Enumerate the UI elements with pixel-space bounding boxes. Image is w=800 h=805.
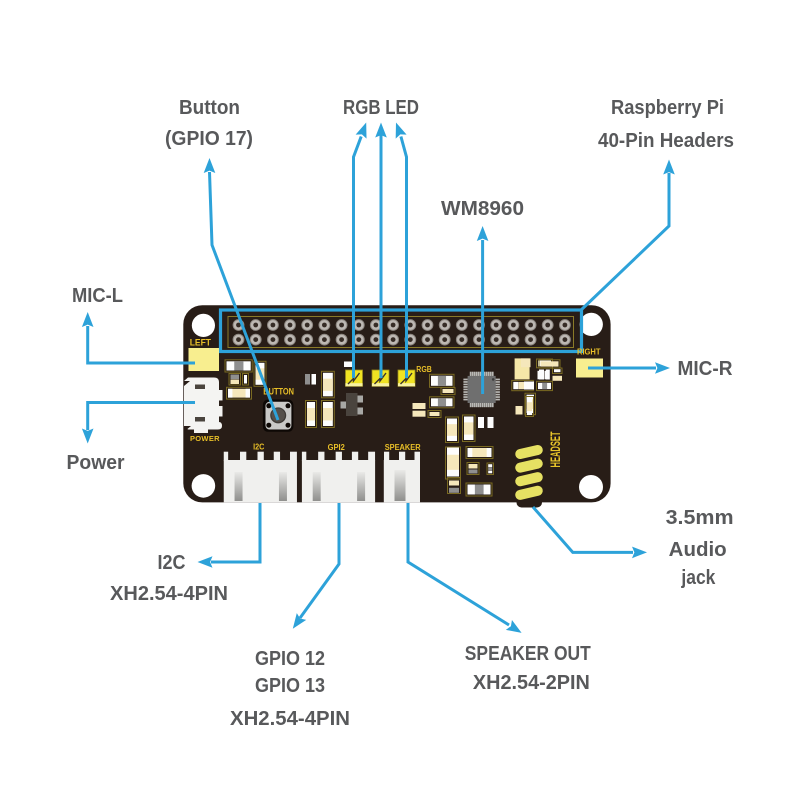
svg-text:XH2.54-4PIN: XH2.54-4PIN: [230, 708, 350, 730]
svg-text:WM8960: WM8960: [441, 198, 524, 220]
svg-text:SPEAKER OUT: SPEAKER OUT: [465, 643, 591, 665]
svg-text:RGB: RGB: [416, 364, 432, 374]
svg-text:I2C: I2C: [253, 442, 264, 451]
svg-text:RGB LED: RGB LED: [343, 97, 419, 119]
svg-text:Audio: Audio: [669, 539, 727, 561]
svg-text:LEFT: LEFT: [190, 338, 212, 348]
svg-text:jack: jack: [681, 567, 717, 589]
svg-text:Raspberry Pi: Raspberry Pi: [611, 97, 724, 119]
svg-text:I2C: I2C: [158, 552, 186, 574]
svg-text:(GPIO 17): (GPIO 17): [165, 128, 253, 150]
svg-text:MIC-R: MIC-R: [678, 358, 734, 380]
svg-text:Power: Power: [67, 452, 125, 474]
svg-text:HEADSET: HEADSET: [547, 431, 563, 467]
svg-text:RIGHT: RIGHT: [577, 348, 601, 357]
svg-text:SPEAKER: SPEAKER: [385, 442, 422, 452]
svg-text:XH2.54-4PIN: XH2.54-4PIN: [110, 583, 228, 605]
svg-text:40-Pin Headers: 40-Pin Headers: [598, 130, 734, 152]
svg-text:GPIO 13: GPIO 13: [255, 675, 325, 697]
svg-text:MIC-L: MIC-L: [72, 285, 123, 307]
svg-text:3.5mm: 3.5mm: [666, 507, 734, 529]
svg-text:GPIO 12: GPIO 12: [255, 648, 325, 670]
svg-text:BUTTON: BUTTON: [263, 387, 294, 397]
svg-text:GPI2: GPI2: [328, 442, 345, 452]
svg-text:XH2.54-2PIN: XH2.54-2PIN: [473, 672, 590, 694]
svg-text:Button: Button: [179, 97, 240, 119]
svg-text:POWER: POWER: [190, 434, 220, 443]
